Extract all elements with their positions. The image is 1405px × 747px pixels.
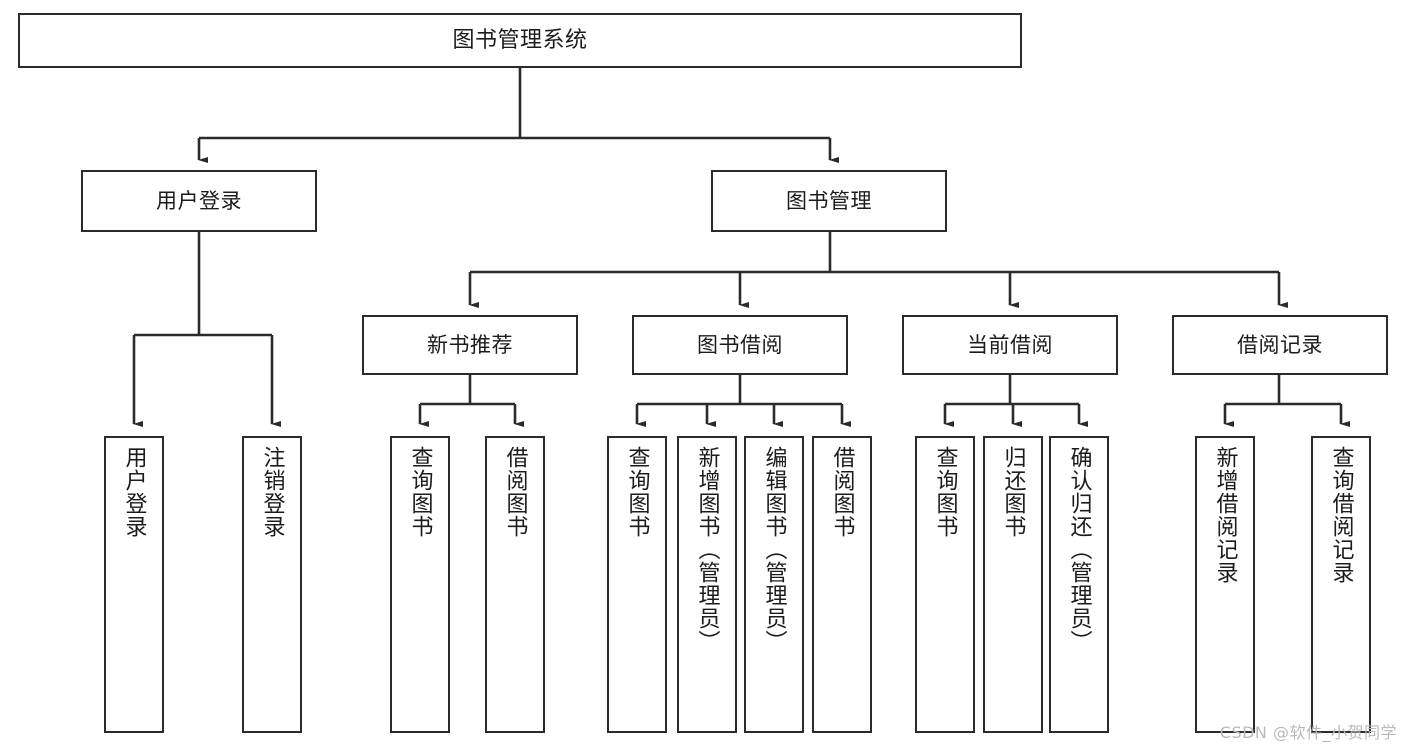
node-label: 查询图书 (932, 446, 958, 538)
node-book-management[interactable]: 图书管理 (711, 170, 947, 232)
node-new-book-recommend[interactable]: 新书推荐 (362, 315, 578, 375)
node-label: 编辑图书（管理员） (761, 446, 787, 653)
node-label: 图书管理系统 (452, 27, 588, 53)
leaf-user-login-login[interactable]: 用户登录 (104, 436, 164, 733)
leaf-book-borrow-query-book[interactable]: 查询图书 (607, 436, 667, 733)
node-label: 注销登录 (259, 446, 285, 538)
node-label: 图书借阅 (697, 332, 783, 357)
node-label: 新书推荐 (427, 332, 513, 357)
node-label: 借阅图书 (502, 446, 528, 538)
node-borrow-record[interactable]: 借阅记录 (1172, 315, 1388, 375)
node-label: 查询借阅记录 (1328, 446, 1354, 584)
leaf-new-book-query-book[interactable]: 查询图书 (390, 436, 450, 733)
node-label: 借阅图书 (829, 446, 855, 538)
leaf-book-borrow-edit-book-admin[interactable]: 编辑图书（管理员） (744, 436, 804, 733)
node-label: 用户登录 (156, 188, 242, 213)
node-label: 新增图书（管理员） (694, 446, 720, 653)
node-root-book-management-system[interactable]: 图书管理系统 (18, 13, 1022, 68)
leaf-current-borrow-return-book[interactable]: 归还图书 (983, 436, 1043, 733)
leaf-new-book-borrow-book[interactable]: 借阅图书 (485, 436, 545, 733)
node-user-login[interactable]: 用户登录 (81, 170, 317, 232)
leaf-current-borrow-confirm-return-admin[interactable]: 确认归还（管理员） (1049, 436, 1109, 733)
node-label: 归还图书 (1000, 446, 1026, 538)
node-book-borrow[interactable]: 图书借阅 (632, 315, 848, 375)
node-label: 借阅记录 (1237, 332, 1323, 357)
node-label: 用户登录 (121, 446, 147, 538)
node-label: 查询图书 (624, 446, 650, 538)
watermark-text: CSDN @软件_小贺同学 (1219, 723, 1397, 742)
node-current-borrow[interactable]: 当前借阅 (902, 315, 1118, 375)
leaf-book-borrow-add-book-admin[interactable]: 新增图书（管理员） (677, 436, 737, 733)
node-label: 新增借阅记录 (1212, 446, 1238, 584)
leaf-book-borrow-borrow-book[interactable]: 借阅图书 (812, 436, 872, 733)
node-label: 查询图书 (407, 446, 433, 538)
leaf-current-borrow-query-book[interactable]: 查询图书 (915, 436, 975, 733)
node-label: 当前借阅 (967, 332, 1053, 357)
node-label: 图书管理 (786, 188, 872, 213)
leaf-user-login-logout[interactable]: 注销登录 (242, 436, 302, 733)
leaf-borrow-record-add-record[interactable]: 新增借阅记录 (1195, 436, 1255, 733)
node-label: 确认归还（管理员） (1066, 446, 1092, 653)
leaf-borrow-record-query-record[interactable]: 查询借阅记录 (1311, 436, 1371, 733)
